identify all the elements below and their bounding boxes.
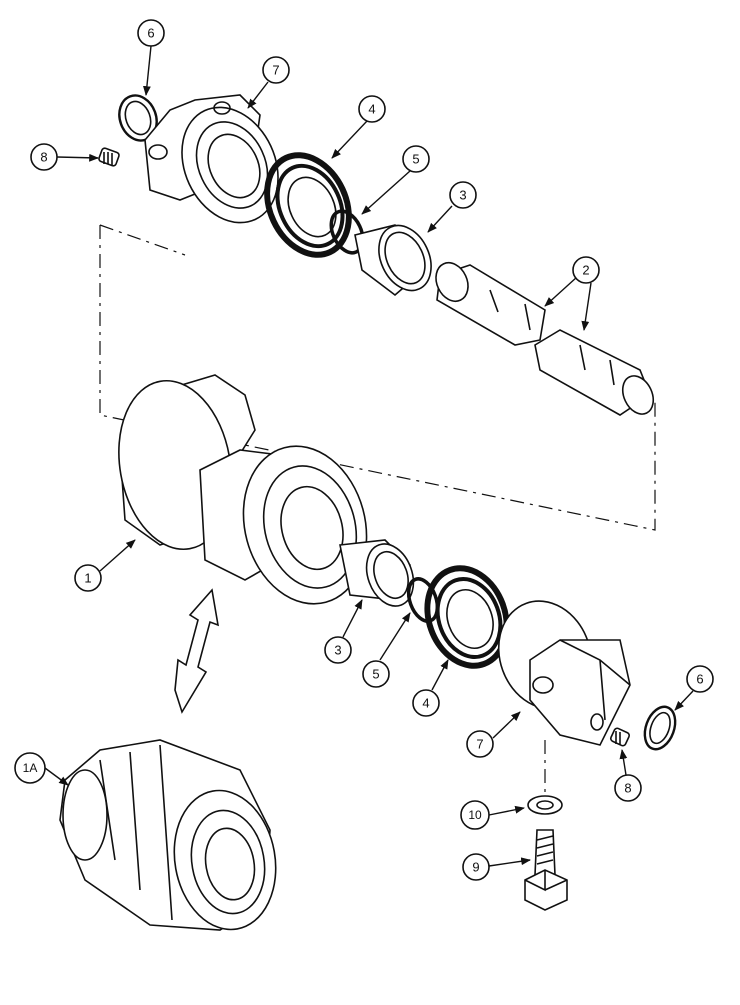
end-collar-top — [144, 94, 279, 224]
track-roller-alternate — [59, 739, 277, 931]
set-screw-bottom — [609, 727, 631, 747]
callout-5-bottom: 5 — [362, 612, 411, 688]
callout-10: 10 — [460, 800, 525, 830]
svg-text:5: 5 — [372, 667, 379, 682]
interchange-arrow — [174, 588, 220, 714]
callout-7-bottom: 7 — [466, 711, 521, 758]
svg-text:9: 9 — [472, 860, 479, 875]
svg-text:2: 2 — [582, 263, 589, 278]
svg-text:1A: 1A — [23, 761, 38, 775]
end-collar-bottom — [497, 600, 631, 746]
callout-4-bottom: 4 — [412, 659, 449, 717]
bushing-top — [354, 224, 432, 297]
shaft — [435, 261, 655, 416]
svg-text:4: 4 — [368, 102, 375, 117]
callout-6-top: 6 — [137, 19, 165, 96]
svg-text:8: 8 — [40, 150, 47, 165]
svg-text:5: 5 — [412, 152, 419, 167]
svg-text:6: 6 — [696, 672, 703, 687]
svg-text:4: 4 — [422, 696, 429, 711]
bolt — [524, 829, 568, 911]
svg-text:7: 7 — [476, 737, 483, 752]
o-ring-top — [329, 209, 365, 255]
callout-8-bottom: 8 — [614, 749, 642, 802]
callout-8-top: 8 — [30, 143, 99, 171]
callout-3-bottom: 3 — [324, 599, 363, 664]
callout-7-top: 7 — [247, 56, 290, 109]
alignment-guide — [99, 224, 656, 531]
svg-text:6: 6 — [147, 26, 154, 41]
callout-5-top: 5 — [361, 145, 430, 215]
callout-6-bottom: 6 — [674, 665, 714, 711]
svg-text:10: 10 — [468, 808, 482, 822]
callout-9: 9 — [462, 853, 531, 881]
svg-text:3: 3 — [459, 188, 466, 203]
callout-4-top: 4 — [331, 95, 386, 159]
callout-1: 1 — [74, 539, 136, 592]
bushing-bottom — [339, 539, 415, 607]
track-roller — [118, 374, 368, 605]
callout-2: 2 — [544, 256, 600, 331]
snap-ring-bottom — [643, 705, 677, 751]
seal-top — [264, 152, 352, 258]
svg-text:7: 7 — [272, 63, 279, 78]
set-screw-top — [98, 147, 120, 167]
washer — [527, 740, 563, 815]
callout-1a: 1A — [14, 752, 69, 786]
svg-text:1: 1 — [84, 571, 91, 586]
callout-3-top: 3 — [427, 181, 477, 233]
seal-bottom — [424, 565, 510, 669]
svg-text:3: 3 — [334, 643, 341, 658]
svg-text:8: 8 — [624, 781, 631, 796]
